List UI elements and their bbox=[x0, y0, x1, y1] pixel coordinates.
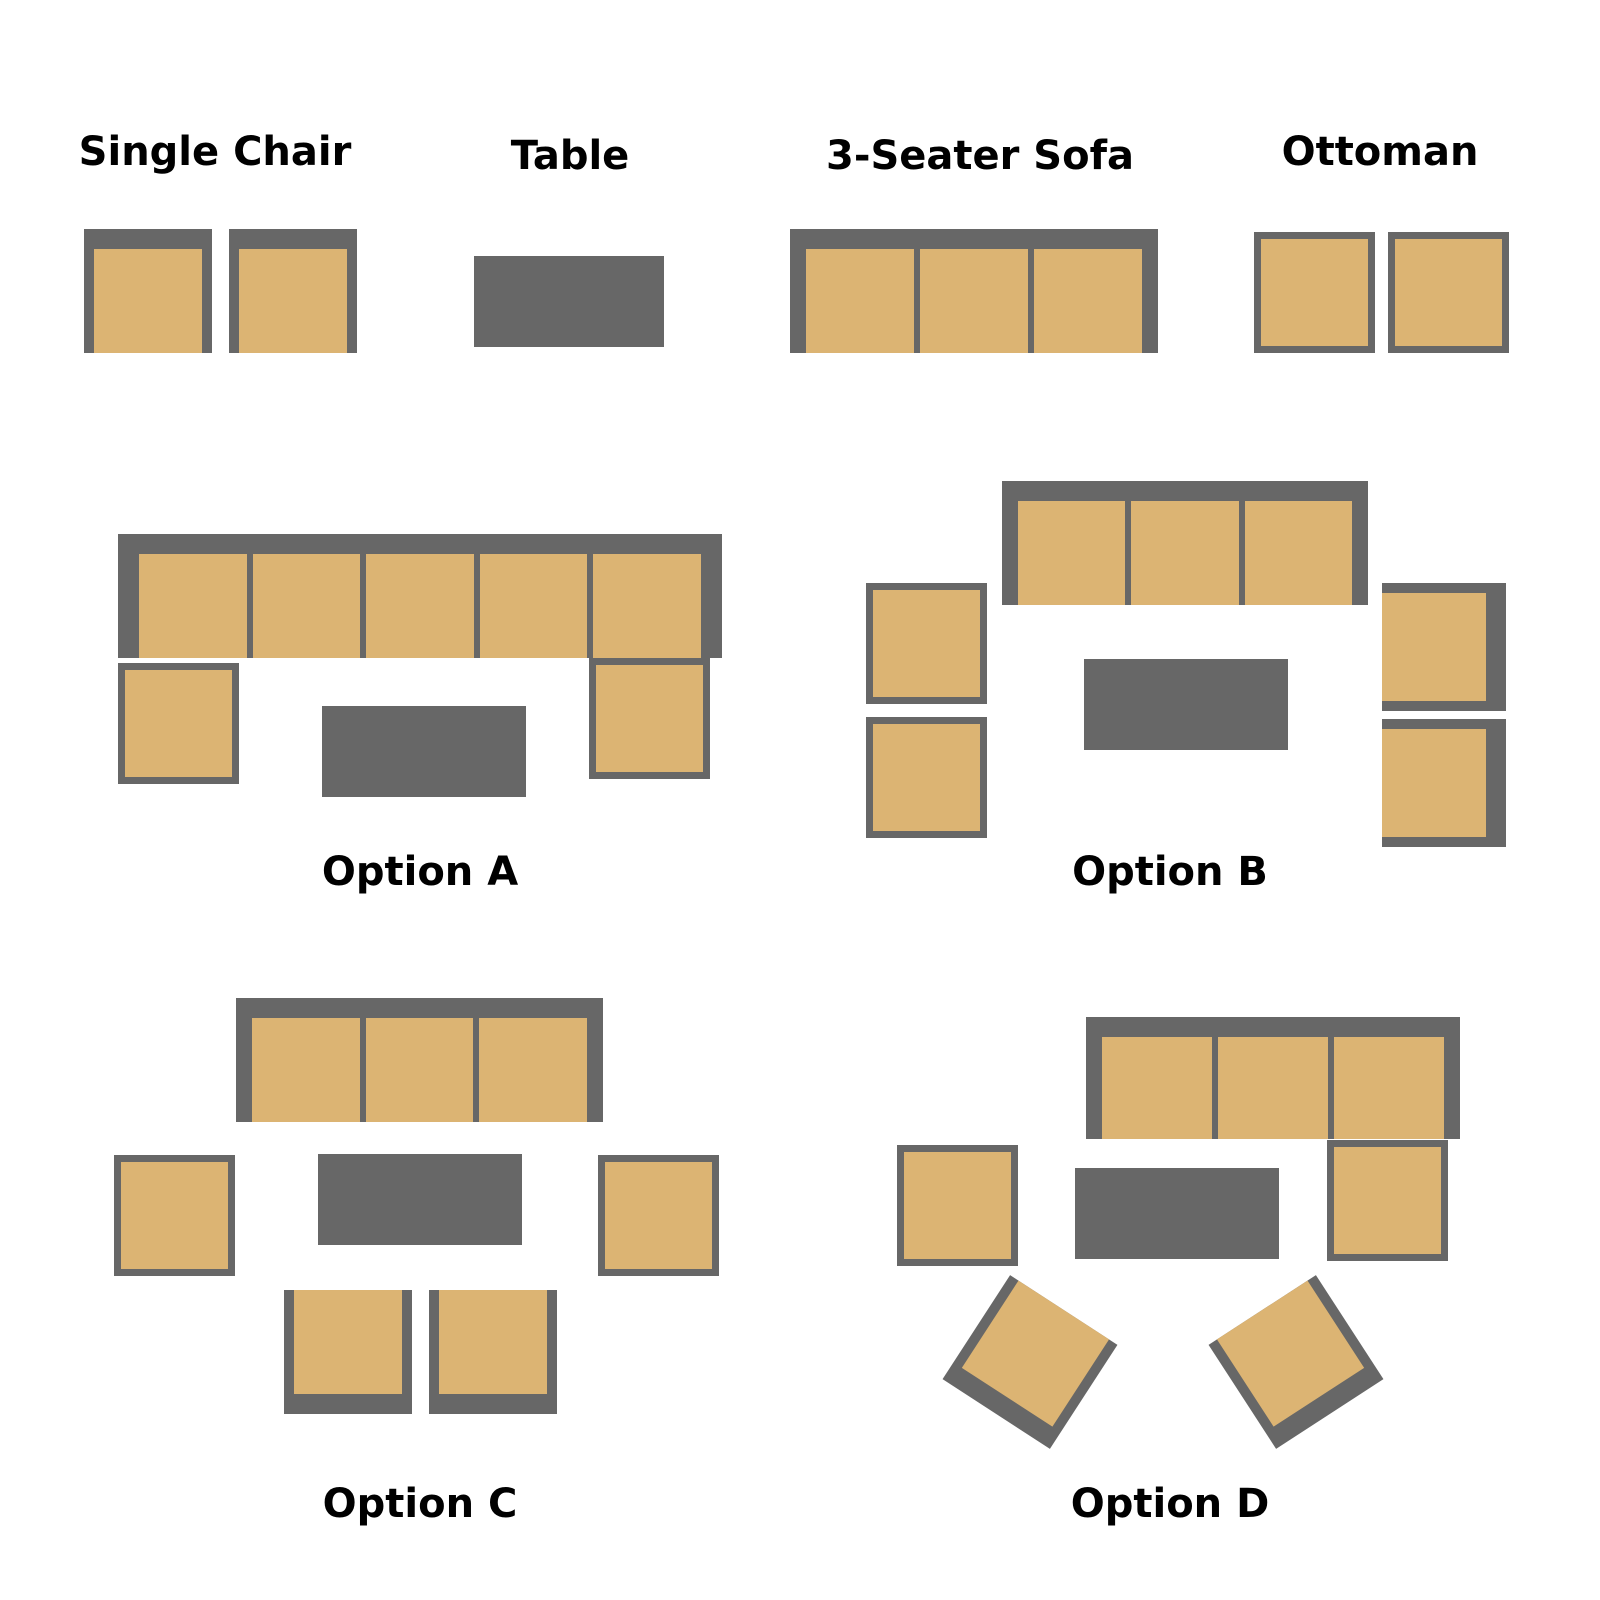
sofa-seat-cushion bbox=[139, 554, 247, 658]
legend-single-chair-2 bbox=[229, 229, 357, 353]
option-a-label: Option A bbox=[321, 849, 519, 895]
ottoman-cushion bbox=[605, 1162, 712, 1269]
chair-cushion bbox=[94, 249, 202, 353]
option-c-sofa bbox=[236, 998, 603, 1122]
option-d-ottoman-left bbox=[897, 1145, 1018, 1266]
option-c-ottoman-right bbox=[598, 1155, 719, 1276]
sofa-seat-cushion bbox=[593, 554, 701, 658]
ottoman-cushion bbox=[1334, 1147, 1441, 1254]
ottoman-cushion bbox=[873, 590, 980, 697]
sofa-seat-cushion bbox=[1131, 501, 1239, 605]
legend-ottoman-1 bbox=[1254, 232, 1375, 353]
label-sofa: 3-Seater Sofa bbox=[826, 133, 1134, 179]
sofa-seat-cushion bbox=[252, 1018, 360, 1122]
sofa-seat-cushion bbox=[365, 1018, 474, 1122]
chair-cushion bbox=[961, 1280, 1110, 1427]
option-b-label: Option B bbox=[1072, 849, 1268, 895]
ottoman-cushion bbox=[121, 1162, 228, 1269]
sofa-seat-cushion bbox=[479, 1018, 587, 1122]
chair-cushion bbox=[439, 1290, 547, 1394]
legend-single-chair-1 bbox=[84, 229, 212, 353]
chair-cushion bbox=[294, 1290, 402, 1394]
sofa-seat-cushion bbox=[366, 554, 474, 658]
sofa-seat-cushion bbox=[479, 554, 588, 658]
sofa-seat-cushion bbox=[806, 249, 914, 353]
sofa-seat-cushion bbox=[1034, 249, 1142, 353]
sofa-seat-cushion bbox=[1334, 1037, 1444, 1139]
option-b-chair-right-bottom bbox=[1382, 719, 1506, 847]
chair-cushion bbox=[1216, 1280, 1365, 1427]
sofa-seat-cushion bbox=[1102, 1037, 1212, 1139]
sofa-seat-cushion bbox=[1018, 501, 1126, 605]
chair-cushion bbox=[239, 249, 347, 353]
option-a-table bbox=[322, 706, 526, 797]
chair-cushion bbox=[1382, 593, 1486, 701]
option-d-chair-right-angled bbox=[1208, 1275, 1384, 1449]
label-ottoman: Ottoman bbox=[1281, 129, 1479, 175]
legend-sofa bbox=[790, 229, 1158, 353]
sofa-seat-cushion bbox=[1218, 1037, 1328, 1139]
option-d-ottoman-right bbox=[1327, 1140, 1448, 1261]
option-c-chair-1 bbox=[284, 1290, 412, 1414]
ottoman-cushion bbox=[1395, 239, 1502, 346]
option-d-sofa bbox=[1086, 1017, 1460, 1139]
sofa-seat-cushion bbox=[920, 249, 1028, 353]
label-single-chair: Single Chair bbox=[78, 129, 352, 175]
option-a-ottoman-right bbox=[589, 658, 710, 779]
legend-table bbox=[474, 256, 664, 347]
option-d-label: Option D bbox=[1070, 1481, 1270, 1527]
sofa-seat-cushion bbox=[1244, 501, 1352, 605]
chair-cushion bbox=[1382, 729, 1486, 837]
option-b-sofa bbox=[1002, 481, 1368, 605]
option-b-ottoman-left-top bbox=[866, 583, 987, 704]
option-b-chair-right-top bbox=[1382, 583, 1506, 711]
ottoman-cushion bbox=[1261, 239, 1368, 346]
option-c-label: Option C bbox=[322, 1481, 518, 1527]
ottoman-cushion bbox=[904, 1152, 1011, 1259]
option-d-chair-left-angled bbox=[942, 1275, 1118, 1449]
ottoman-cushion bbox=[125, 670, 232, 777]
option-d-table bbox=[1075, 1168, 1279, 1259]
option-b-table bbox=[1084, 659, 1288, 750]
label-table: Table bbox=[510, 133, 630, 179]
option-c-table bbox=[318, 1154, 522, 1245]
legend-ottoman-2 bbox=[1388, 232, 1509, 353]
option-b-ottoman-left-bottom bbox=[866, 717, 987, 838]
ottoman-cushion bbox=[873, 724, 980, 831]
option-c-ottoman-left bbox=[114, 1155, 235, 1276]
ottoman-cushion bbox=[596, 665, 703, 772]
option-a-ottoman-left bbox=[118, 663, 239, 784]
sofa-seat-cushion bbox=[252, 554, 361, 658]
option-a-sofa bbox=[118, 534, 722, 658]
option-c-chair-2 bbox=[429, 1290, 557, 1414]
